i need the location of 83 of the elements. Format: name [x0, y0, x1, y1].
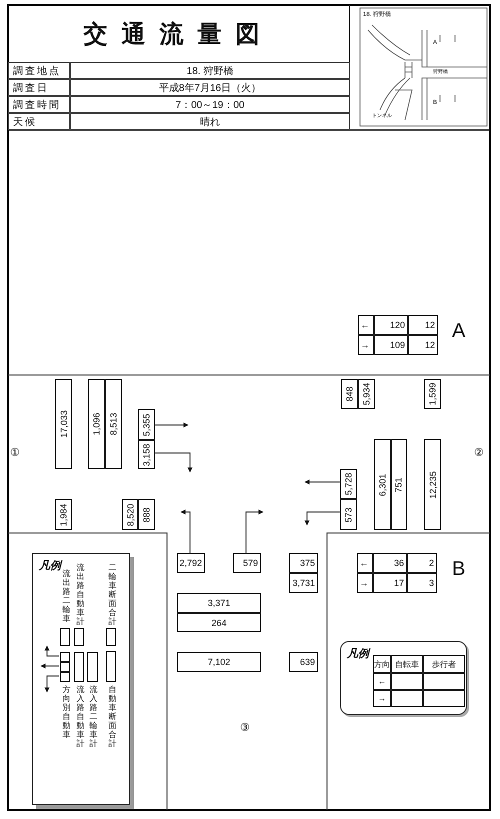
node-label: 二輪車断面合計: [108, 563, 117, 626]
count-box: 6,301: [374, 439, 391, 530]
arrow: [304, 480, 340, 484]
sample-box: [74, 652, 84, 682]
count-box: 12,235: [424, 439, 441, 530]
sample-box: [60, 628, 70, 646]
direction-cell: →: [358, 335, 374, 355]
legend-heading: 凡例: [39, 559, 61, 573]
direction-cell: →: [373, 690, 391, 707]
count-box: 8,520: [122, 499, 138, 530]
arrow: [44, 646, 60, 656]
arrow: [40, 664, 60, 668]
count-box: 573: [340, 499, 357, 530]
field-label: 天候: [8, 113, 70, 130]
node-label: 流出路自動車計: [76, 563, 85, 626]
direction-cell: ←: [357, 553, 373, 573]
count-box: 5,728: [340, 469, 357, 499]
count-box: 848: [341, 379, 358, 409]
direction-cell: →: [357, 573, 373, 593]
sample-box: [106, 651, 116, 682]
count-box: 751: [391, 439, 407, 530]
node-label: 自動車断面合計: [108, 685, 117, 748]
approach-number: ③: [240, 721, 251, 735]
arrow: [154, 422, 188, 428]
count-cell: 12: [408, 315, 438, 335]
count-cell: 36: [373, 553, 407, 573]
field-value: 平成8年7月16日（火）: [70, 79, 350, 96]
legend-header-cell: 自転車: [391, 655, 423, 673]
count-cell: 109: [374, 335, 408, 355]
field-value: 18. 狩野橋: [70, 62, 350, 79]
legend-header-cell: 歩行者: [423, 655, 465, 673]
count-cell: 3: [407, 573, 437, 593]
count-box: 3,158: [138, 440, 155, 469]
field-label: 調査地点: [8, 62, 70, 79]
title: 交通流量図: [8, 5, 350, 62]
direction-cell: ←: [358, 315, 374, 335]
count-box: 639: [289, 652, 318, 672]
count-box: 2,792: [177, 553, 205, 573]
sample-box: [74, 628, 84, 646]
approach-number: ①: [10, 446, 21, 460]
count-box: 5,934: [358, 379, 375, 409]
node-label: 流出路二輪車: [62, 569, 71, 623]
sample-box: [60, 652, 70, 662]
count-cell: 120: [374, 315, 408, 335]
arrow: [246, 510, 264, 554]
count-box: 1,984: [55, 499, 72, 530]
count-box: 1,096: [88, 379, 105, 469]
count-box: 17,033: [55, 379, 72, 469]
section-letter: A: [452, 320, 466, 342]
count-cell: 12: [408, 335, 438, 355]
count-box: 375: [289, 553, 318, 573]
arrow: [180, 510, 190, 554]
sample-box: [60, 662, 70, 672]
count-box: 5,355: [138, 409, 155, 440]
legend-heading: 凡例: [347, 647, 369, 661]
node-label: 流入路二輪車計: [89, 685, 98, 748]
count-box: 3,371: [177, 593, 261, 613]
field-value: 7：00～19：00: [70, 96, 350, 113]
count-box: 264: [177, 613, 261, 632]
field-label: 調査日: [8, 79, 70, 96]
sample-box: [60, 672, 70, 682]
section-letter: B: [452, 558, 466, 580]
count-box: 7,102: [177, 652, 261, 672]
legend-header-cell: 方向: [373, 655, 391, 673]
arrow: [44, 676, 60, 692]
sample-box: [106, 628, 116, 646]
count-box: 579: [233, 553, 261, 573]
count-box: 3,731: [289, 573, 318, 593]
field-label: 調査時間: [8, 96, 70, 113]
direction-cell: ←: [373, 673, 391, 690]
arrow: [304, 512, 340, 526]
count-cell: 17: [373, 573, 407, 593]
field-value: 晴れ: [70, 113, 350, 130]
count-cell: 2: [407, 553, 437, 573]
sample-box: [87, 652, 98, 682]
node-label: 流入路自動車計: [76, 685, 85, 748]
count-box: 8,513: [105, 379, 122, 469]
legend-panel: [340, 641, 467, 715]
count-box: 1,599: [424, 379, 441, 409]
approach-number: ②: [474, 446, 485, 460]
arrow: [154, 452, 192, 472]
node-label: 方向別自動車: [62, 685, 71, 739]
count-box: 888: [138, 499, 155, 530]
